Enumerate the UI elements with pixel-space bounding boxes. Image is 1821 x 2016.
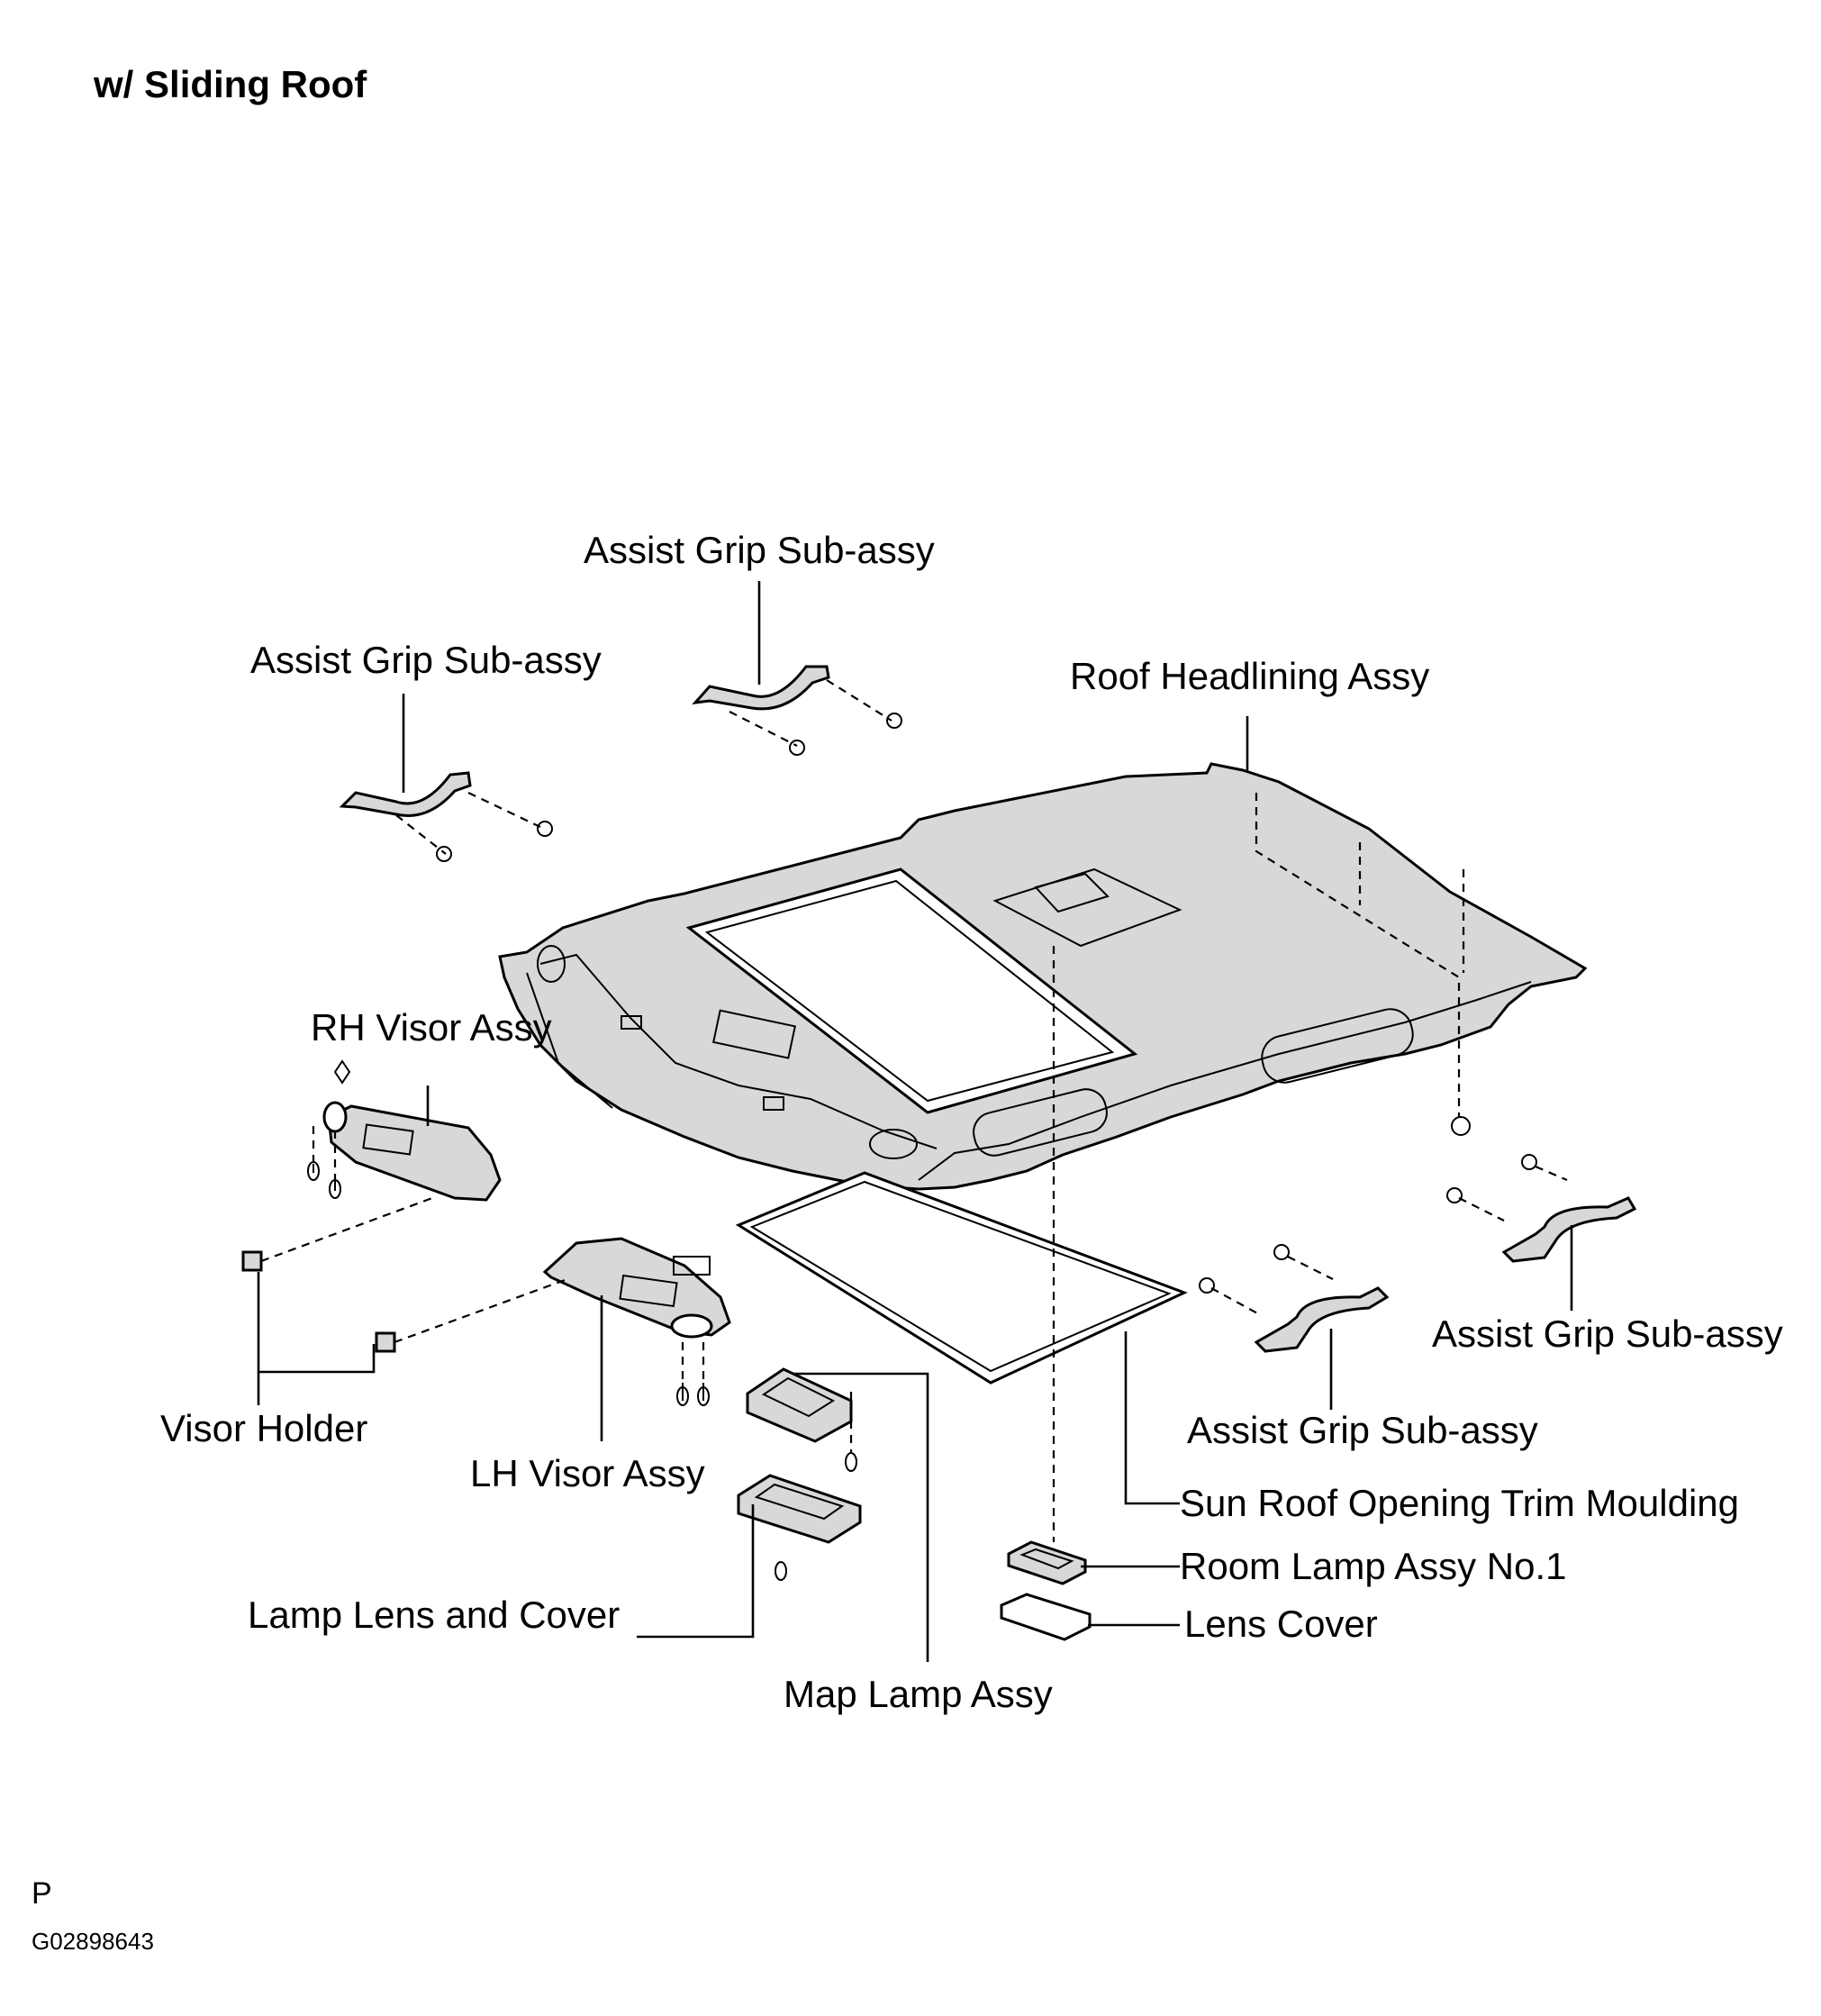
visor-holder-upper-drawing <box>241 1250 263 1272</box>
label-assist-grip-far-right: Assist Grip Sub-assy <box>1432 1312 1783 1355</box>
label-visor-holder: Visor Holder <box>160 1407 368 1449</box>
label-assist-grip-left: Assist Grip Sub-assy <box>250 639 602 681</box>
rh-visor-drawing <box>322 1059 502 1202</box>
lens-cover-drawing <box>1000 1593 1092 1641</box>
page-mark: P <box>32 1876 52 1911</box>
visor-holder-lower-drawing <box>375 1331 396 1353</box>
label-assist-grip-mid-right: Assist Grip Sub-assy <box>1187 1409 1538 1451</box>
label-room-lamp: Room Lamp Assy No.1 <box>1180 1545 1567 1587</box>
label-lamp-lens-cover: Lamp Lens and Cover <box>248 1594 621 1636</box>
label-lh-visor: LH Visor Assy <box>470 1452 705 1494</box>
map-lamp-drawing <box>746 1367 857 1472</box>
room-lamp-drawing <box>1007 1540 1087 1585</box>
label-assist-grip-top: Assist Grip Sub-assy <box>584 529 935 571</box>
label-map-lamp: Map Lamp Assy <box>784 1673 1053 1715</box>
lamp-lens-cover-drawing <box>737 1474 862 1581</box>
label-lens-cover: Lens Cover <box>1184 1603 1378 1645</box>
label-rh-visor: RH Visor Assy <box>311 1006 552 1049</box>
label-roof-headlining: Roof Headlining Assy <box>1070 655 1430 697</box>
diagram-title: w/ Sliding Roof <box>94 63 367 105</box>
assist-grip-top-drawing <box>692 665 902 756</box>
figure-id: G02898643 <box>32 1928 154 1955</box>
assist-grip-far-right-drawing <box>1446 1116 1637 1263</box>
sun-roof-trim-drawing <box>735 1171 1188 1385</box>
label-sun-roof-trim: Sun Roof Opening Trim Moulding <box>1180 1482 1739 1524</box>
assist-grip-left-drawing <box>339 771 553 862</box>
roof-headlining-drawing <box>498 762 1588 1191</box>
assist-grip-mid-right-drawing <box>1199 1244 1390 1353</box>
lh-visor-drawing <box>542 1237 731 1339</box>
